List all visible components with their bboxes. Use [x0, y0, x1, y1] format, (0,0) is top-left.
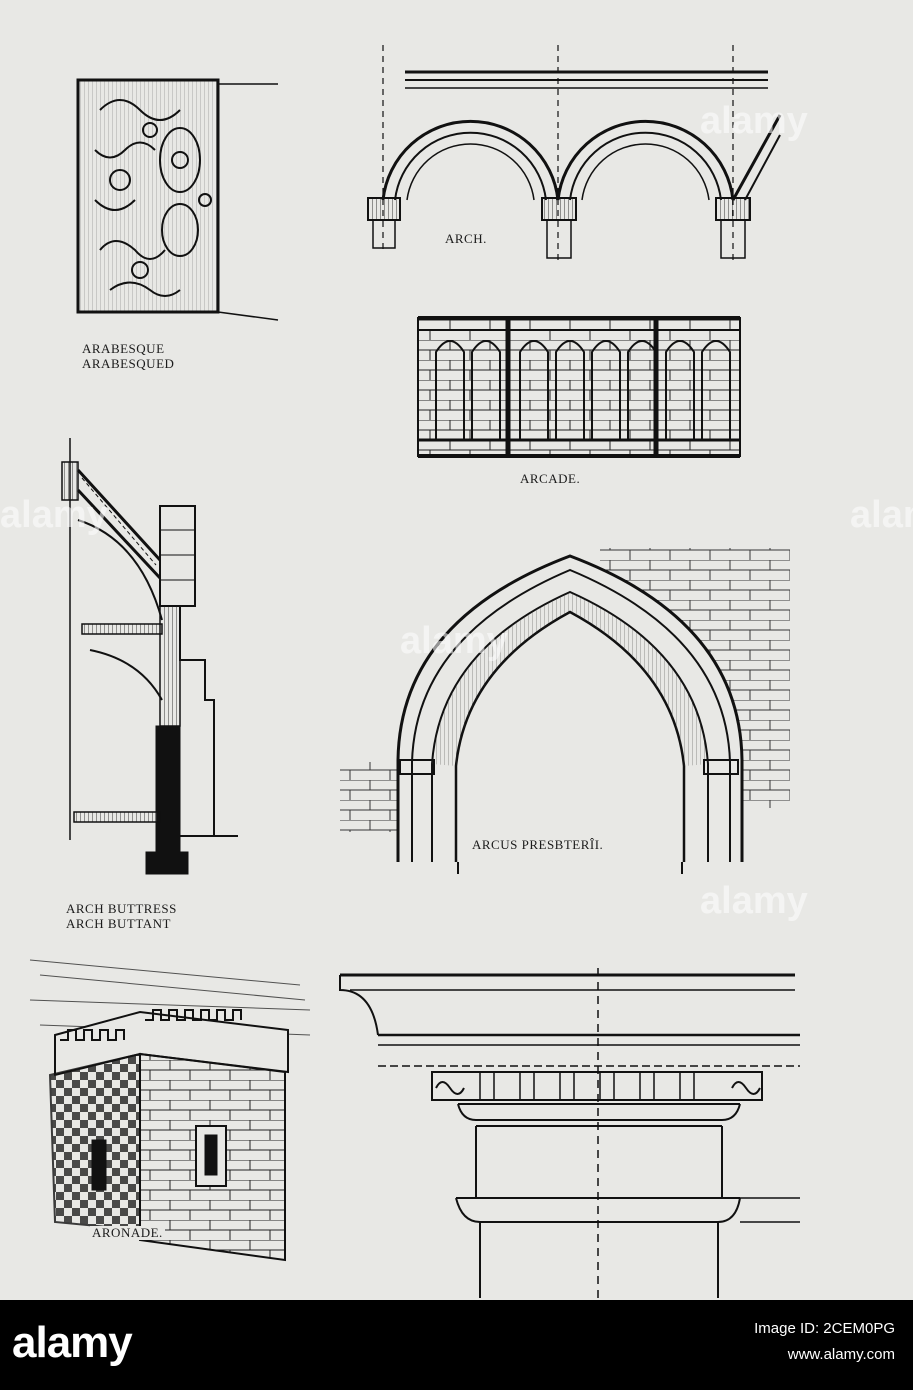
watermark-right: alamy: [850, 494, 913, 536]
arcade-drawing: [417, 316, 741, 458]
stock-meta: Image ID: 2CEM0PG www.alamy.com: [754, 1316, 895, 1368]
watermark-lower-right: alamy: [700, 880, 808, 922]
arch-drawing: [367, 45, 782, 260]
caption-arabesque: ARABESQUE: [82, 341, 165, 356]
entablature-drawing: [339, 968, 800, 1298]
image-id-label: Image ID: 2CEM0PG: [754, 1320, 895, 1337]
illustration-plate: ARABESQUE ARABESQUED ARCH. ARCADE. ARCH …: [0, 45, 913, 1298]
arcus-presbterii-drawing: [340, 548, 790, 874]
alamy-logo: alamy: [12, 1318, 133, 1367]
watermark-left: alamy: [0, 494, 108, 536]
site-url-label: www.alamy.com: [787, 1346, 895, 1363]
caption-arch-buttant: ARCH BUTTANT: [66, 916, 171, 931]
plate-drawings: [29, 45, 800, 1298]
watermark-center: alamy: [400, 620, 508, 662]
arch-buttress-drawing: [61, 438, 238, 875]
caption-arch-buttress: ARCH BUTTRESS: [66, 901, 177, 916]
caption-arcus-presbterii: ARCUS PRESBTERÎI.: [470, 837, 606, 852]
caption-arabesqued: ARABESQUED: [82, 356, 175, 371]
stock-footer-bar: alamy Image ID: 2CEM0PG www.alamy.com: [0, 1300, 913, 1390]
aronade-drawing: [29, 959, 311, 1262]
arabesque-drawing: [76, 78, 279, 321]
caption-aronade: ARONADE.: [90, 1225, 165, 1240]
caption-arch: ARCH.: [445, 231, 487, 246]
caption-arcade: ARCADE.: [520, 471, 581, 486]
watermark-top-right: alamy: [700, 100, 808, 142]
